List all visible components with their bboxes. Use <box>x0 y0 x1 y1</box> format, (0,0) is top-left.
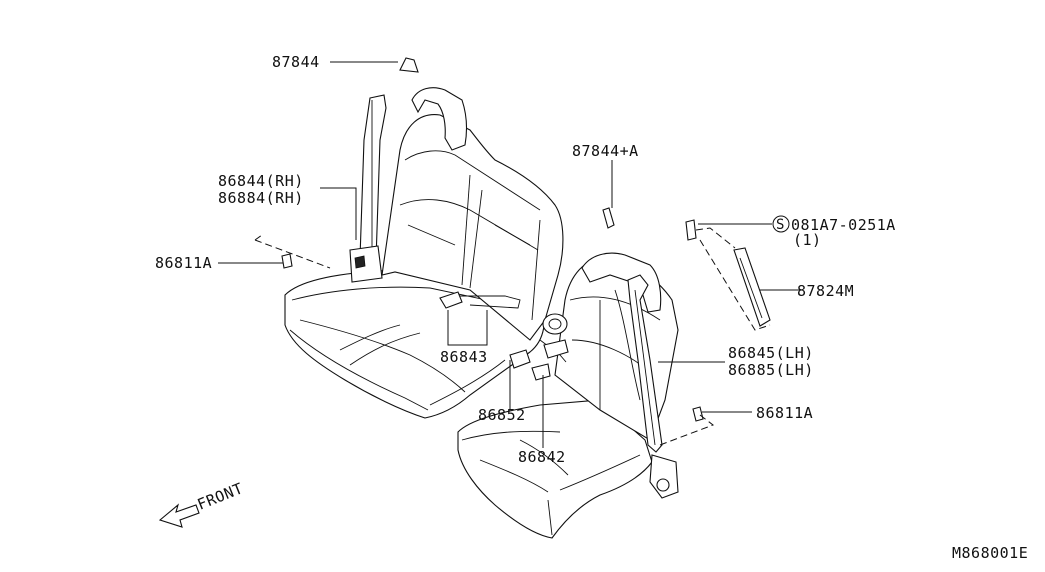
bolt-86811a-right <box>692 406 704 422</box>
label-081a7-qty: (1) <box>793 231 822 249</box>
label-86845lh: 86845(LH) <box>728 344 814 362</box>
cover-87844a <box>602 207 615 229</box>
label-86842: 86842 <box>518 448 566 466</box>
label-86885lh: 86885(LH) <box>728 361 814 379</box>
loose-parts <box>281 57 771 422</box>
guide-87824m <box>733 247 771 327</box>
center-buckles <box>439 291 569 381</box>
mounting-lines <box>254 227 771 446</box>
bolt-86811a-left <box>281 253 293 269</box>
label-86884rh: 86884(RH) <box>218 189 304 207</box>
label-86811a-right: 86811A <box>756 404 813 422</box>
rear-seat-lh <box>457 252 679 539</box>
label-86852: 86852 <box>478 406 526 424</box>
front-arrow <box>158 503 200 528</box>
bolt-081a7 <box>685 219 697 241</box>
label-87824m: 87824M <box>797 282 854 300</box>
label-86843: 86843 <box>440 348 488 366</box>
callout-labels: 87844 86844(RH) 86884(RH) 86811A 87844+A… <box>155 53 1028 562</box>
rear-seat-rh <box>284 87 564 419</box>
bolt-symbol: S <box>776 217 784 233</box>
label-87844a: 87844+A <box>572 142 639 160</box>
cover-87844 <box>399 57 419 73</box>
front-label: FRONT <box>195 479 246 514</box>
leader-lines <box>218 61 800 448</box>
label-081a7: 081A7-0251A <box>791 216 896 234</box>
bolt-symbol-circle <box>772 215 790 233</box>
label-86811a-left: 86811A <box>155 254 212 272</box>
diagram-reference: M868001E <box>952 544 1028 562</box>
label-87844: 87844 <box>272 53 320 71</box>
label-86844rh: 86844(RH) <box>218 172 304 190</box>
